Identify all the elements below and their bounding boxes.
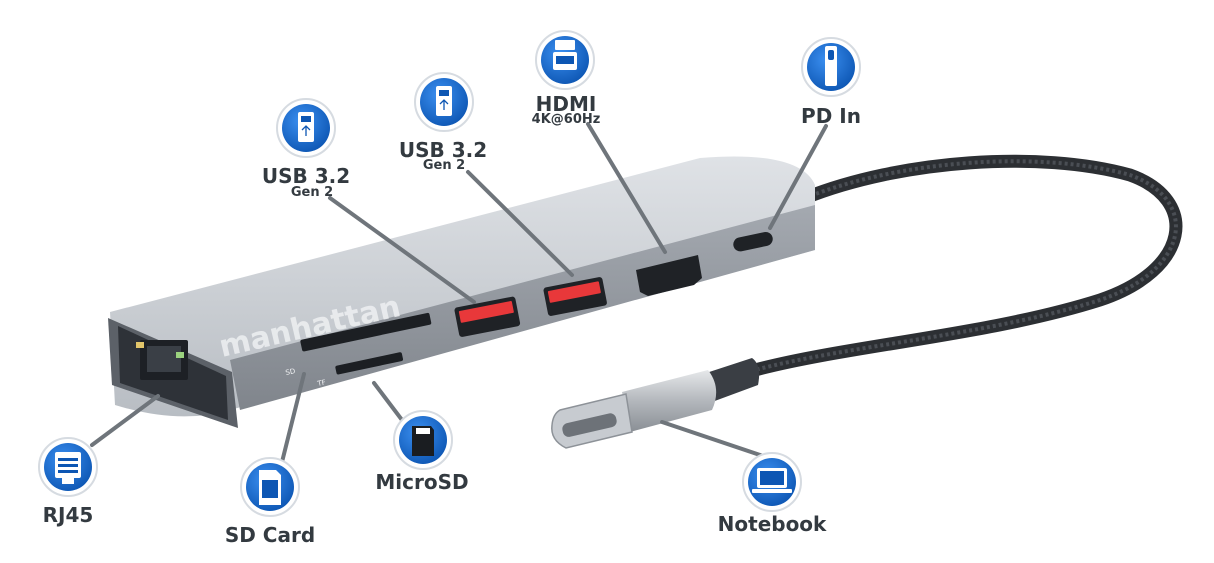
ports-front	[300, 231, 773, 375]
hdmi-icon	[535, 30, 595, 90]
usb-c-icon	[801, 37, 861, 97]
port-label-tf: TF	[316, 378, 327, 388]
callout-usb2-title: USB 3.2	[398, 138, 488, 162]
usb-a-icon	[414, 72, 474, 132]
usb-a-port-1-tongue	[458, 301, 514, 323]
ethernet-icon	[38, 437, 98, 497]
callout-usb1-title: USB 3.2	[261, 164, 351, 188]
callout-rj45-title: RJ45	[42, 503, 94, 527]
callout-notebook-title: Notebook	[717, 512, 827, 536]
usb-c-connector	[551, 358, 760, 449]
sd-card-icon	[240, 457, 300, 517]
callout-pd-title: PD In	[801, 104, 861, 128]
usb-a-port-2-tongue	[547, 281, 601, 303]
callout-microsd-title: MicroSD	[375, 470, 469, 494]
laptop-icon	[742, 452, 802, 512]
callout-usb1-sub: Gen 2	[290, 185, 334, 200]
callout-hdmi-sub: 4K@60Hz	[531, 112, 601, 127]
sd-slot	[300, 312, 432, 352]
hub-body: manhattan SD TF	[108, 156, 815, 428]
leader-lines	[90, 122, 828, 464]
callout-hdmi-title: HDMI	[535, 92, 597, 116]
usb-c-port	[733, 231, 773, 252]
hdmi-port	[636, 255, 702, 296]
microsd-icon	[393, 410, 453, 470]
callout-sd-title: SD Card	[224, 523, 316, 547]
callout-usb2-sub: Gen 2	[422, 158, 466, 173]
tf-slot	[335, 352, 404, 375]
cable-braid	[754, 159, 1178, 372]
port-label-sd: SD	[285, 367, 296, 377]
usb-a-icon	[276, 98, 336, 158]
